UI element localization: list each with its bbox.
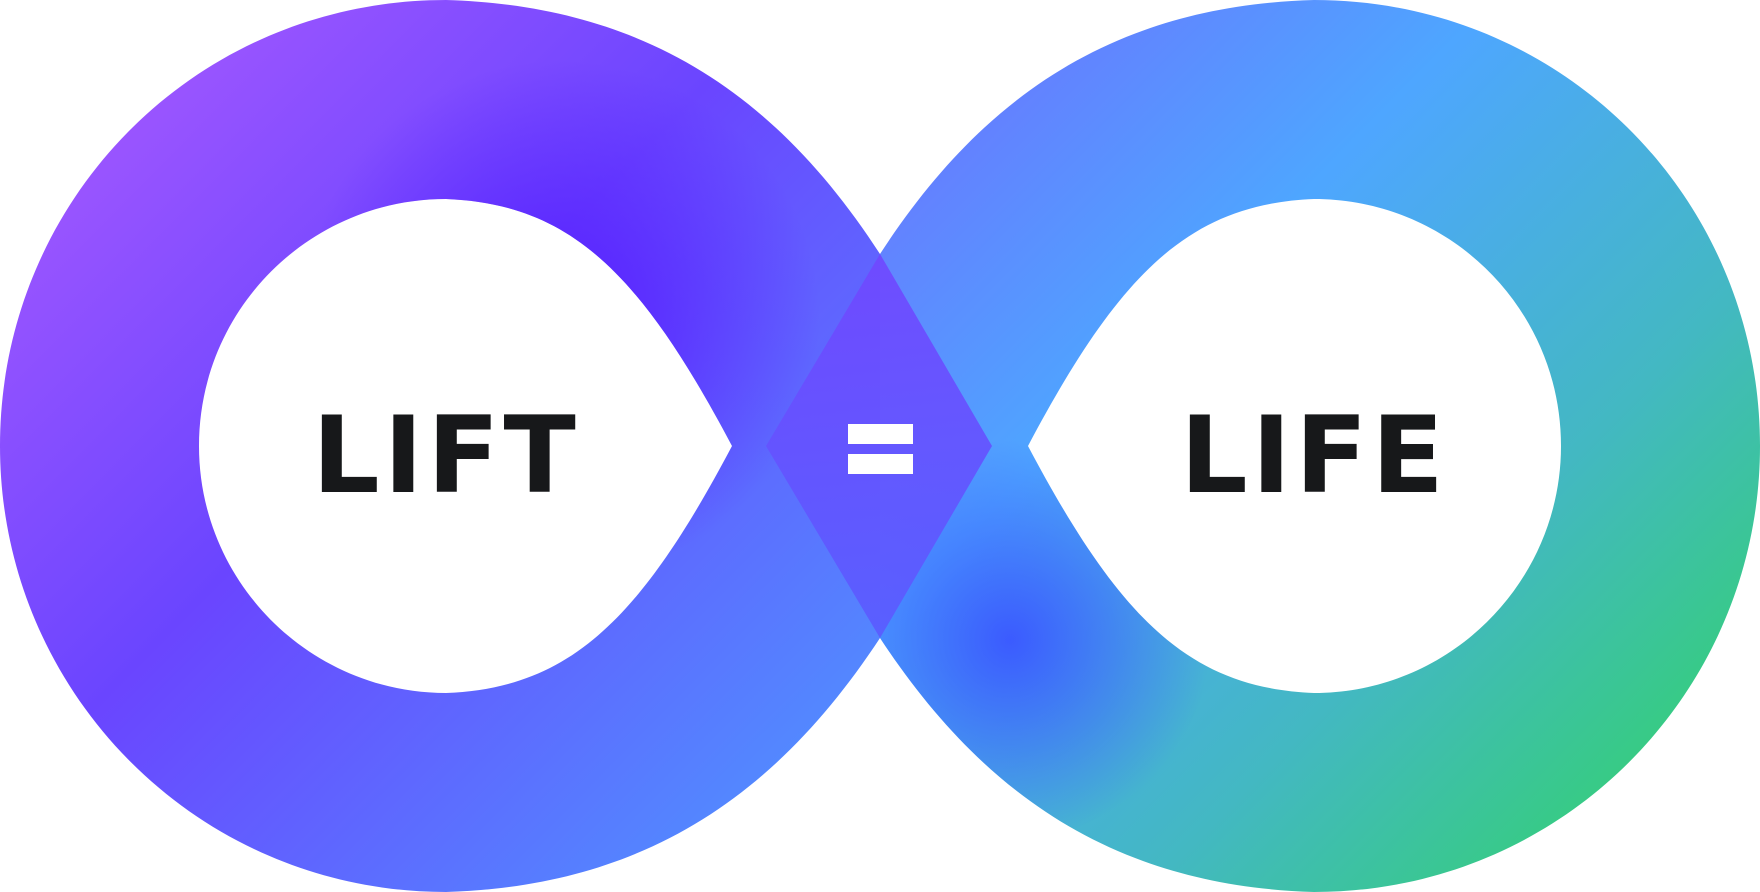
equals-sign-icon — [848, 424, 913, 474]
right-loop-glow — [880, 0, 1760, 892]
right-word: LIFE — [1180, 394, 1448, 517]
crossing-diamond — [766, 254, 992, 638]
left-word: LIFT — [312, 394, 580, 517]
left-loop-glow — [0, 0, 880, 892]
